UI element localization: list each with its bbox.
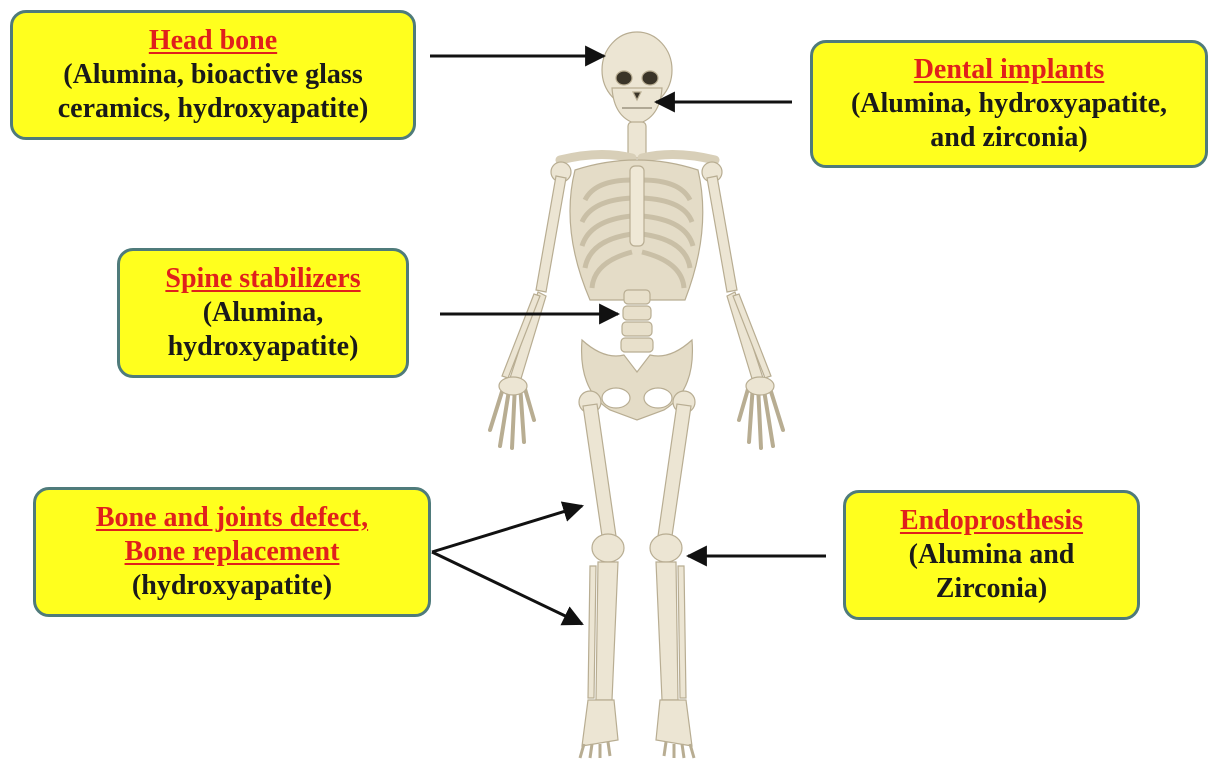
head-bone-line-2: ceramics, hydroxyapatite) [58,92,369,126]
head-bone-box: Head bone (Alumina, bioactive glass cera… [10,10,416,140]
bone-joints-title-2: Bone replacement [125,535,340,569]
bone-arrow-lower [432,552,582,624]
bone-joints-box: Bone and joints defect, Bone replacement… [33,487,431,617]
dental-implants-box: Dental implants (Alumina, hydroxyapatite… [810,40,1208,168]
left-femur [583,404,616,536]
endoprosthesis-title: Endoprosthesis [900,504,1083,538]
dental-implants-title: Dental implants [914,53,1105,87]
bone-arrow-upper [432,506,582,552]
bone-joints-line-1: (hydroxyapatite) [132,569,332,603]
endoprosthesis-line-1: (Alumina and [909,538,1075,572]
skeleton-figure [490,32,783,758]
right-tibia [656,562,678,700]
head-bone-title: Head bone [149,24,277,58]
spine-stabilizers-line-1: (Alumina, [203,296,324,330]
endoprosthesis-line-2: Zirconia) [936,572,1047,606]
bone-joints-title-1: Bone and joints defect, [96,501,368,535]
neck-vertebrae [628,122,646,158]
right-femur [658,404,691,536]
dental-implants-line-1: (Alumina, hydroxyapatite, [851,87,1167,121]
endoprosthesis-box: Endoprosthesis (Alumina and Zirconia) [843,490,1140,620]
left-tibia [596,562,618,700]
spine-stabilizers-box: Spine stabilizers (Alumina, hydroxyapati… [117,248,409,378]
dental-implants-line-2: and zirconia) [930,121,1087,155]
spine-stabilizers-title: Spine stabilizers [165,262,360,296]
head-bone-line-1: (Alumina, bioactive glass [63,58,362,92]
spine-stabilizers-line-2: hydroxyapatite) [168,330,359,364]
